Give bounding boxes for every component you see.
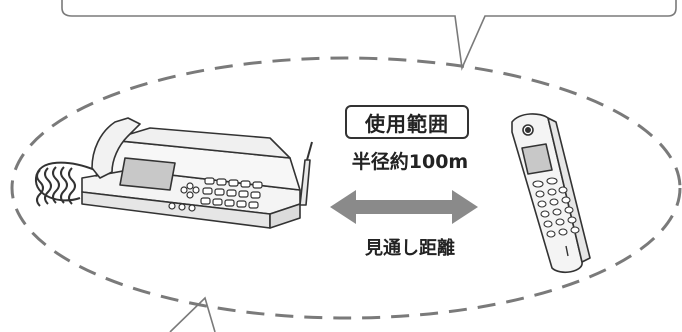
fax-machine-icon — [34, 117, 313, 229]
radius-label: 半径約100m — [351, 151, 469, 173]
cordless-handset-icon — [511, 113, 591, 274]
line-of-sight-label: 見通し距離 — [365, 238, 455, 259]
range-ellipse — [10, 56, 682, 320]
double-arrow-icon — [330, 190, 478, 224]
speech-bubble — [61, 0, 677, 71]
range-label: 使用範囲 — [345, 105, 469, 139]
coiled-cord — [34, 161, 96, 207]
